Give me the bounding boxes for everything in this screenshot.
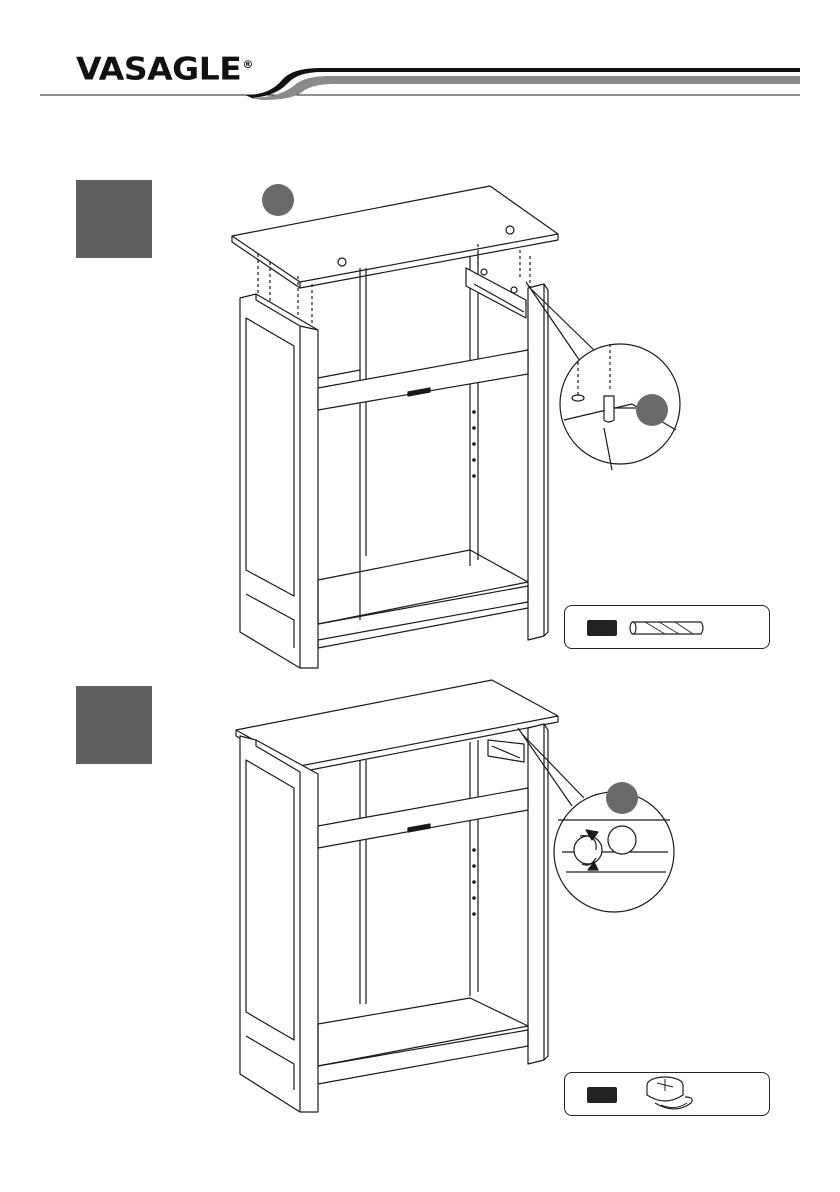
parts-box-dowel bbox=[564, 605, 770, 649]
part-id-chip bbox=[587, 620, 617, 636]
part-callout-cam bbox=[606, 782, 638, 814]
wooden-dowel-icon bbox=[625, 608, 715, 648]
parts-box-cam-lock bbox=[564, 1072, 770, 1116]
cam-lock-icon bbox=[635, 1073, 725, 1113]
part-id-chip bbox=[587, 1087, 617, 1103]
